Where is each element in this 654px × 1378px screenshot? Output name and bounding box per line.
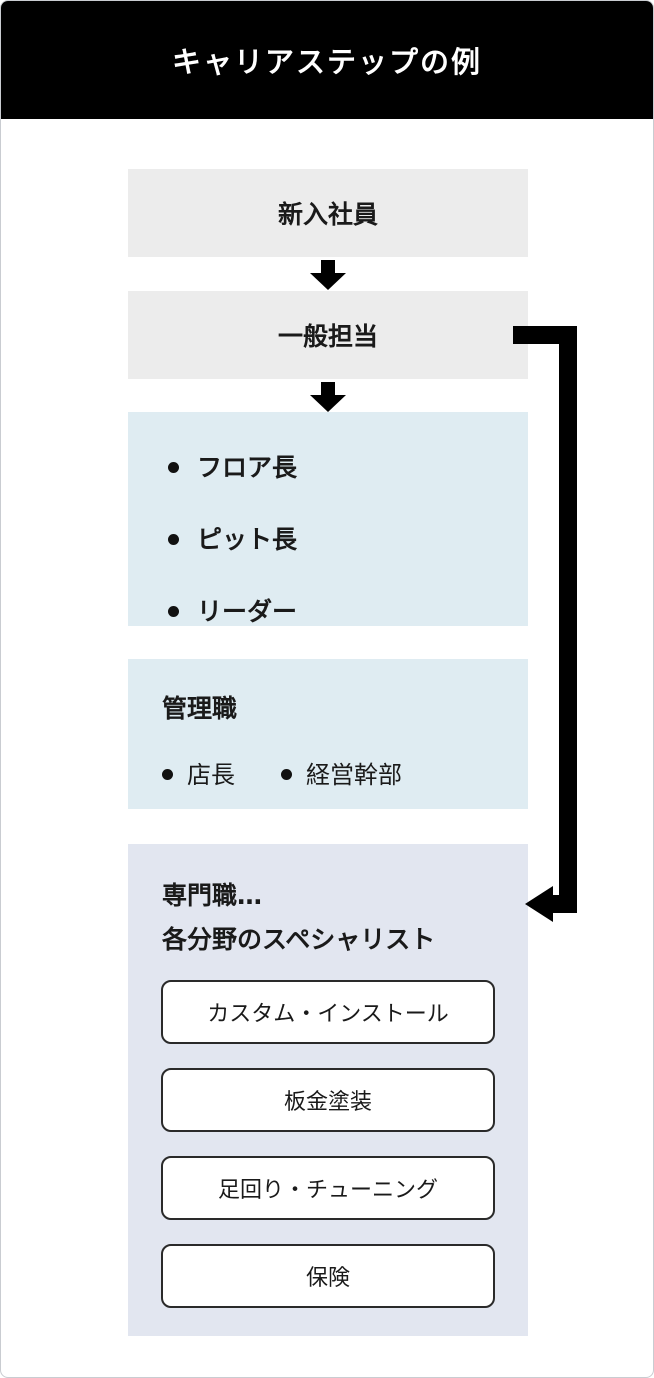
list-item: 経営幹部 [281, 755, 402, 790]
leader-label: リーダー [197, 597, 298, 626]
specialist-title-line2: 各分野のスペシャリスト [162, 925, 436, 954]
list-item: リーダー [168, 592, 528, 628]
specialist-field-pill: 足回り・チューニング [161, 1156, 495, 1220]
arrow-head [310, 395, 346, 412]
bullet-icon [168, 534, 179, 545]
bullet-icon [168, 462, 179, 473]
list-item: 店長 [162, 755, 235, 790]
specialist-field-pill: 保険 [161, 1244, 495, 1308]
step-newcomer-box: 新入社員 [128, 169, 528, 257]
step-newcomer-label: 新入社員 [277, 200, 378, 229]
management-items: 店長 経営幹部 [162, 755, 528, 790]
specialist-field-pill: カスタム・インストール [161, 980, 495, 1044]
leader-label: フロア長 [197, 453, 298, 482]
bullet-icon [281, 769, 292, 780]
down-arrow-icon [310, 382, 346, 412]
specialist-title: 専門職… 各分野のスペシャリスト [128, 844, 528, 962]
list-item: フロア長 [168, 448, 528, 484]
arrow-stem [321, 260, 335, 273]
step-leaders-box: フロア長 ピット長 リーダー [128, 412, 528, 626]
step-general-label: 一般担当 [277, 322, 378, 351]
connector-arrowhead-icon [525, 886, 553, 922]
management-label: 店長 [187, 761, 235, 789]
list-item: ピット長 [168, 520, 528, 556]
step-general-box: 一般担当 [128, 291, 528, 379]
connector-horizontal-bottom [551, 895, 577, 913]
diagram-title: キャリアステップの例 [171, 45, 482, 79]
management-label: 経営幹部 [306, 761, 402, 789]
diagram-header: キャリアステップの例 [1, 1, 653, 119]
bullet-icon [162, 769, 173, 780]
step-specialist-box: 専門職… 各分野のスペシャリスト カスタム・インストール 板金塗装 足回り・チュ… [128, 844, 528, 1336]
bullet-icon [168, 606, 179, 617]
arrow-head [310, 273, 346, 290]
specialist-fields: カスタム・インストール 板金塗装 足回り・チューニング 保険 [161, 980, 495, 1308]
specialist-title-line1: 専門職… [162, 881, 263, 910]
management-title: 管理職 [162, 694, 238, 723]
leader-label: ピット長 [197, 525, 298, 554]
connector-vertical [559, 326, 577, 913]
arrow-stem [321, 382, 335, 395]
specialist-field-pill: 板金塗装 [161, 1068, 495, 1132]
down-arrow-icon [310, 260, 346, 290]
step-management-box: 管理職 店長 経営幹部 [128, 659, 528, 809]
